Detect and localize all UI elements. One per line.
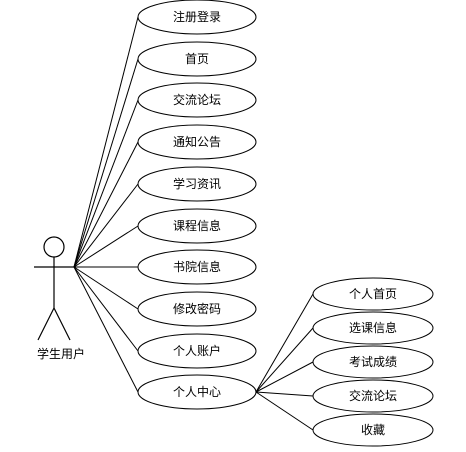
sub-use-case-ellipse[interactable]	[312, 379, 434, 413]
use-case-ellipse[interactable]	[137, 124, 257, 160]
sub-use-case-label: 收藏	[361, 423, 385, 437]
use-case-label: 首页	[185, 52, 209, 66]
actor-left-leg	[37, 307, 55, 341]
association-line	[73, 266, 139, 310]
use-case-label: 课程信息	[173, 218, 221, 233]
sub-association-line	[255, 391, 314, 431]
use-case[interactable]: 修改密码	[137, 291, 257, 327]
association-line	[73, 141, 139, 268]
sub-use-case-ellipse[interactable]	[312, 277, 434, 311]
sub-use-case[interactable]: 交流论坛	[312, 379, 434, 413]
association-line	[73, 16, 139, 268]
sub-use-case-ellipse[interactable]	[312, 345, 434, 379]
sub-association-line	[255, 361, 314, 393]
use-case-label: 个人中心	[173, 384, 221, 399]
use-case-ellipse[interactable]	[137, 0, 257, 35]
sub-association-line	[255, 391, 314, 397]
use-case-ellipse[interactable]	[137, 208, 257, 244]
use-case-label: 通知公告	[173, 135, 221, 149]
use-case-ellipse[interactable]	[137, 41, 257, 77]
use-case[interactable]: 课程信息	[137, 208, 257, 244]
use-case-ellipse[interactable]	[137, 82, 257, 118]
use-case[interactable]: 个人账户	[137, 333, 257, 369]
use-case-label: 注册登录	[173, 9, 221, 24]
sub-use-case-label: 交流论坛	[349, 388, 397, 403]
association-line	[73, 58, 139, 268]
sub-use-case[interactable]: 个人首页	[312, 277, 434, 311]
association-line	[73, 183, 139, 268]
use-case[interactable]: 交流论坛	[137, 82, 257, 118]
association-line	[73, 266, 139, 393]
association-line	[73, 225, 139, 268]
sub-use-case-label: 个人首页	[349, 287, 397, 301]
sub-use-case[interactable]: 考试成绩	[312, 345, 434, 379]
use-case[interactable]: 个人中心	[137, 374, 257, 410]
use-case[interactable]: 通知公告	[137, 124, 257, 160]
use-case[interactable]: 学习资讯	[137, 166, 257, 202]
sub-use-case-label: 考试成绩	[349, 354, 397, 369]
use-case-label: 书院信息	[173, 259, 221, 274]
association-line	[73, 99, 139, 268]
sub-use-case-ellipse[interactable]	[312, 413, 434, 447]
association-line	[73, 266, 139, 352]
use-case-ellipse[interactable]	[137, 291, 257, 327]
sub-association-line	[255, 327, 314, 393]
sub-use-case-ellipse[interactable]	[312, 311, 434, 345]
sub-use-case[interactable]: 收藏	[312, 413, 434, 447]
use-case-label: 学习资讯	[173, 176, 221, 191]
use-case-label: 修改密码	[173, 301, 221, 316]
actor-associations	[73, 16, 139, 393]
use-case[interactable]: 首页	[137, 41, 257, 77]
sub-association-line	[255, 293, 314, 393]
use-case[interactable]: 书院信息	[137, 249, 257, 285]
use-case-label: 交流论坛	[173, 92, 221, 107]
actor-student: 学生用户	[34, 236, 85, 361]
sub-use-case[interactable]: 选课信息	[312, 311, 434, 345]
use-case-ellipse[interactable]	[137, 333, 257, 369]
actor-label: 学生用户	[37, 346, 85, 361]
sub-associations	[255, 293, 314, 431]
use-case-ellipse[interactable]	[137, 374, 257, 410]
actor-right-leg	[53, 307, 71, 341]
use-case-label: 个人账户	[173, 343, 221, 358]
use-case-ellipse[interactable]	[137, 249, 257, 285]
use-case[interactable]: 注册登录	[137, 0, 257, 35]
use-case-ellipse[interactable]	[137, 166, 257, 202]
sub-use-case-label: 选课信息	[349, 320, 397, 335]
actor-head	[43, 236, 65, 258]
